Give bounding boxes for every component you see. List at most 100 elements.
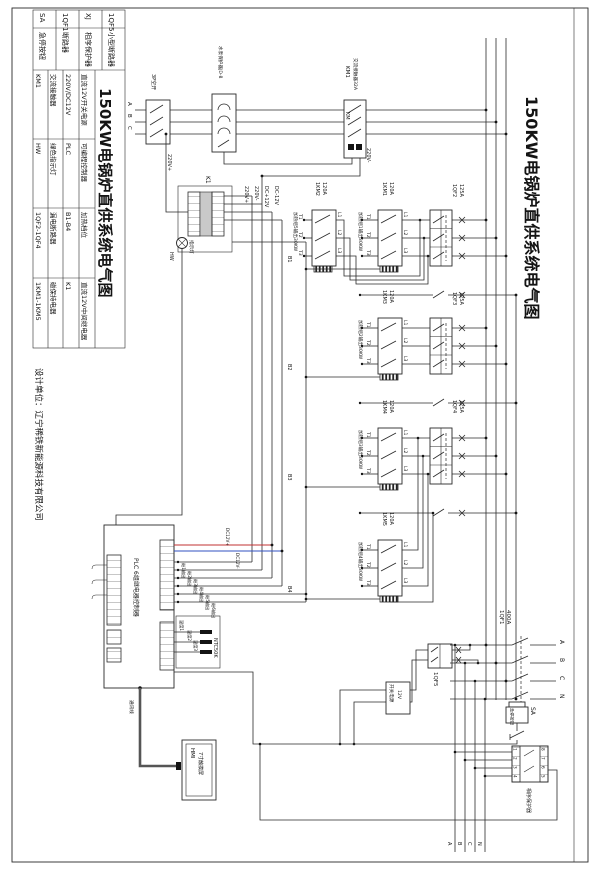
t2-label: T2 bbox=[365, 339, 371, 346]
hw-label: HW bbox=[168, 252, 174, 261]
qf1-id: 1QF1 bbox=[498, 610, 504, 625]
1km5-id: 1KM5 bbox=[381, 512, 387, 526]
t1-label: T1 bbox=[297, 213, 303, 220]
t2-label: T2 bbox=[365, 449, 371, 456]
legend-name: 相序保护器 bbox=[84, 32, 93, 67]
phase-b-label: B bbox=[126, 114, 132, 118]
t2-label: T2 bbox=[365, 561, 371, 568]
plc-output-4: 继4输出 bbox=[198, 587, 205, 602]
l1-label: L1 bbox=[402, 320, 408, 326]
sensor-row-3: 温度3 bbox=[192, 640, 199, 651]
plc-dc-plus-label: DC12V+ bbox=[225, 528, 230, 546]
heater-row-2: 1KM3 120A 加热组2输出30KW T1 T2 T3 L1 L2 L3 B… bbox=[286, 290, 518, 407]
company-line: 设计单位：辽宁稀铁新能源科技有限公司 bbox=[33, 368, 44, 521]
corridor-dc-minus: DC-12V bbox=[273, 186, 279, 206]
titleblock-title: 150KW电锅炉直供系统电气图 bbox=[96, 88, 114, 297]
legend-id: 1QF2-1QF4 bbox=[34, 212, 42, 249]
legend-id: PLC bbox=[64, 143, 72, 156]
bottom-neutral: N bbox=[476, 842, 482, 846]
drawing-title: 150KW电锅炉直供系统电气图 bbox=[522, 96, 541, 319]
heater-group-2-label: 加热组2输出30KW bbox=[357, 320, 364, 360]
t3-label: T3 bbox=[365, 249, 371, 256]
legend-name: 磁保持电器 bbox=[49, 282, 58, 315]
heater-group-1-label: 加热组1输出30KW bbox=[357, 212, 364, 252]
km1-contactor-box bbox=[343, 99, 367, 159]
legend-id: HW bbox=[34, 143, 42, 155]
plc-dc-minus-label: DC12V- bbox=[235, 553, 240, 569]
emergency-stop-box bbox=[505, 706, 529, 724]
xj-term: 2 bbox=[513, 757, 518, 760]
hw-lamp-name: 指示灯 bbox=[188, 240, 195, 254]
legend-name: 加热档位 bbox=[80, 212, 89, 239]
plc-output-1: 继1输出 bbox=[180, 563, 187, 578]
wire-220v-plus-label: 220V+ bbox=[166, 154, 172, 171]
xj-term: 7 bbox=[541, 757, 546, 760]
ntc-sensor-label: NTC50K bbox=[212, 638, 218, 658]
l3-label: L3 bbox=[402, 466, 408, 472]
psu-name: 开关电源 bbox=[388, 684, 395, 703]
bottom-phase-c: C bbox=[466, 842, 472, 846]
sensor-row-2: 温度2 bbox=[186, 630, 193, 641]
wire-220v-minus-label: 220V- bbox=[365, 148, 371, 163]
1km4-amp: 120A bbox=[388, 400, 394, 414]
heater-group-5-label: 加热组5输出30KW bbox=[292, 212, 299, 252]
corridor-220v-minus: 220V- bbox=[253, 186, 259, 201]
b3-label: B3 bbox=[286, 474, 292, 481]
l3-label: L3 bbox=[402, 248, 408, 254]
l1-label: L1 bbox=[402, 430, 408, 436]
qf5-label: 1QF5 bbox=[432, 672, 438, 687]
l2-label: L2 bbox=[402, 230, 408, 236]
xj-term: 1 bbox=[513, 748, 518, 751]
b2-label: B2 bbox=[286, 364, 292, 371]
km1-name: 交流接触器32A bbox=[352, 58, 359, 91]
km2-amp: 120A bbox=[321, 182, 327, 196]
emergency-stop-name: 急停按钮 bbox=[509, 708, 516, 725]
phase-seq-label: 相序保护器 bbox=[525, 788, 532, 813]
psu-box bbox=[385, 681, 411, 715]
pump-protector-label: 水泵保护器JD-8 bbox=[217, 46, 224, 79]
grid-neutral: N bbox=[558, 694, 565, 699]
t2-label: T2 bbox=[365, 231, 371, 238]
heater-row-4: 1KM5 120A 加热组4输出30KW T1 T2 T3 L1 L2 L3 B… bbox=[286, 436, 435, 603]
legend-id: XJ bbox=[84, 13, 92, 20]
phase-buses bbox=[485, 38, 517, 700]
k1-relay-area: K1 HW 指示灯 bbox=[115, 176, 306, 525]
legend-id: KM1 bbox=[34, 74, 42, 88]
legend-id: 1QF5 bbox=[107, 13, 115, 31]
1km3-amp: 120A bbox=[388, 290, 394, 304]
l2-label: L2 bbox=[402, 560, 408, 566]
l1-label: L1 bbox=[402, 212, 408, 218]
hmi-id: HMI bbox=[189, 748, 195, 759]
control-wire-corridor: 220V+ 220V- DC+12V DC-12V bbox=[243, 176, 307, 602]
l2-label: L2 bbox=[402, 448, 408, 454]
hmi-name: 7寸触摸屏 bbox=[197, 752, 204, 775]
qf3-id: 1QF3 bbox=[451, 292, 457, 305]
t2-label: T2 bbox=[297, 231, 303, 238]
xj-term: 3 bbox=[513, 766, 518, 769]
top-feeder: A B C 3P空开 水泵保护器JD-8 KM KM1 交流接触器32A 220… bbox=[126, 46, 508, 213]
qf4-amp: 125A bbox=[458, 400, 464, 414]
legend-name: 绿色指示灯 bbox=[49, 143, 58, 176]
legend-name: 可编程控制器 bbox=[80, 143, 89, 183]
legend-id: B1-B4 bbox=[64, 212, 72, 231]
t1-label: T1 bbox=[365, 213, 371, 220]
t3-label: T3 bbox=[365, 357, 371, 364]
l2-label: L2 bbox=[402, 338, 408, 344]
1km1-id: 1KM1 bbox=[381, 182, 387, 196]
t1-label: T1 bbox=[365, 431, 371, 438]
bottom-phase-a: A bbox=[446, 842, 452, 846]
phase-a-label: A bbox=[126, 102, 132, 106]
incoming-supply: 1QF1 400A A B C N A B C N 急停按钮 SA 1 2 3 … bbox=[174, 610, 565, 852]
plc-output-6: 继6输出 bbox=[210, 603, 217, 618]
xj-term: 6 bbox=[541, 766, 546, 769]
km1-id: KM1 bbox=[344, 66, 350, 78]
t1-label: T1 bbox=[365, 543, 371, 550]
xj-term: 4 bbox=[513, 775, 518, 778]
t3-label: T3 bbox=[297, 249, 303, 256]
1km5-amp: 120A bbox=[388, 512, 394, 526]
qf1-amp: 400A bbox=[505, 610, 511, 624]
legend-id: 1KM1-1KM5 bbox=[34, 282, 42, 321]
l3-label: L3 bbox=[402, 356, 408, 362]
comm-line-label: 通讯线 bbox=[128, 700, 135, 714]
